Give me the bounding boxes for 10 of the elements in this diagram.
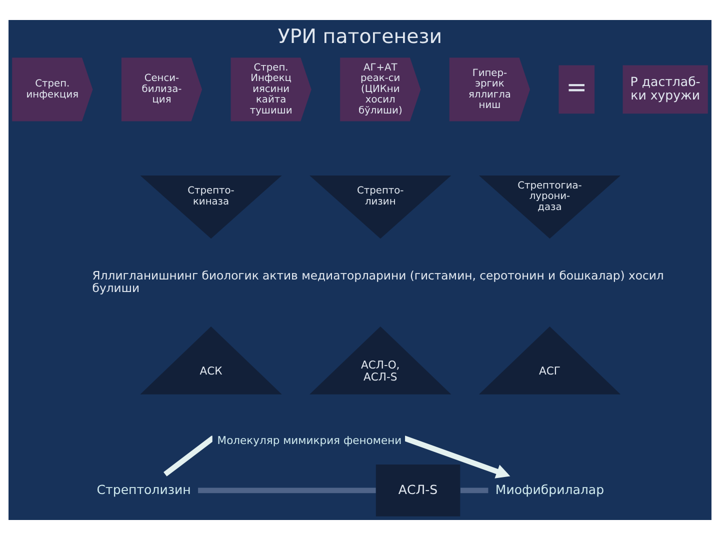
connector bbox=[459, 488, 488, 494]
connector bbox=[198, 488, 376, 494]
label: Яллигланишнинг биологик актив медиаторларини (гистамин, серотонин и бошкалар) хосил булиши bbox=[92, 268, 664, 295]
diagram-title: УРИ патогенези bbox=[278, 24, 442, 48]
node-box: АСЛ-S bbox=[376, 464, 460, 516]
node-box: Р дастлаб- ки хуружи bbox=[622, 65, 708, 114]
node-box: = bbox=[558, 65, 595, 114]
node-text: Миофибрилалар bbox=[495, 482, 604, 497]
node-text: Стрептолизин bbox=[96, 482, 191, 497]
edge-label: Молекуляр мимикрия феномени bbox=[217, 434, 402, 447]
